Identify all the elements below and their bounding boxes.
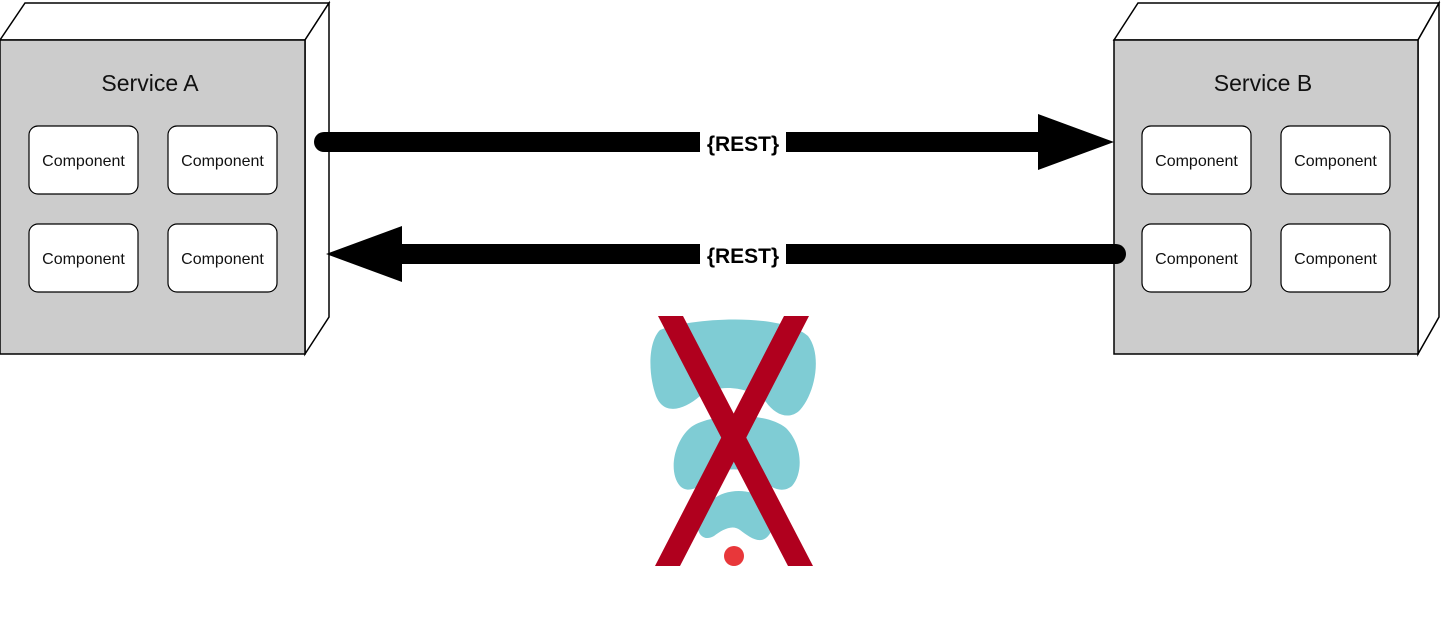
- service-a-side-face: [304, 0, 330, 357]
- arrow-head: [326, 226, 402, 282]
- service-b-top-face: [1112, 2, 1441, 41]
- x-mark-icon: [655, 316, 813, 566]
- service-a-component-4: Component: [167, 223, 278, 293]
- component-label: Component: [181, 251, 264, 268]
- service-a-top-face: [0, 2, 331, 41]
- service-b-side-face: [1417, 0, 1440, 357]
- service-a-title: Service A: [101, 70, 199, 96]
- component-label: Component: [1294, 153, 1377, 170]
- component-label: Component: [1155, 251, 1238, 268]
- wifi-dot: [724, 546, 744, 566]
- x-mark-stroke-2: [655, 316, 809, 566]
- service-b-component-2: Component: [1280, 125, 1391, 195]
- service-a-front-face: [0, 39, 306, 355]
- component-label: Component: [1155, 153, 1238, 170]
- service-b-component-1: Component: [1141, 125, 1252, 195]
- arrow-label-background: [700, 126, 786, 160]
- arrow-label-background: [700, 238, 786, 272]
- arrow-label: {REST}: [707, 245, 779, 268]
- service-b-front-face: [1113, 39, 1419, 355]
- component-label: Component: [181, 153, 264, 170]
- wifi-inner-arc: [697, 491, 774, 541]
- service-a-component-2: Component: [167, 125, 278, 195]
- arrow-label: {REST}: [707, 133, 779, 156]
- component-label: Component: [42, 251, 125, 268]
- service-b-component-4: Component: [1280, 223, 1391, 293]
- service-b-box: Service B Component Component Component …: [1112, 0, 1441, 357]
- component-label: Component: [42, 153, 125, 170]
- service-a-component-3: Component: [28, 223, 139, 293]
- service-a-component-1: Component: [28, 125, 139, 195]
- service-b-component-3: Component: [1141, 223, 1252, 293]
- service-b-title: Service B: [1214, 70, 1312, 96]
- component-label: Component: [1294, 251, 1377, 268]
- rest-arrow-a-to-b: {REST}: [314, 114, 1114, 170]
- arrow-head: [1038, 114, 1114, 170]
- service-a-box: Service A Component Component Component …: [0, 0, 331, 357]
- rest-arrow-b-to-a: {REST}: [326, 226, 1126, 282]
